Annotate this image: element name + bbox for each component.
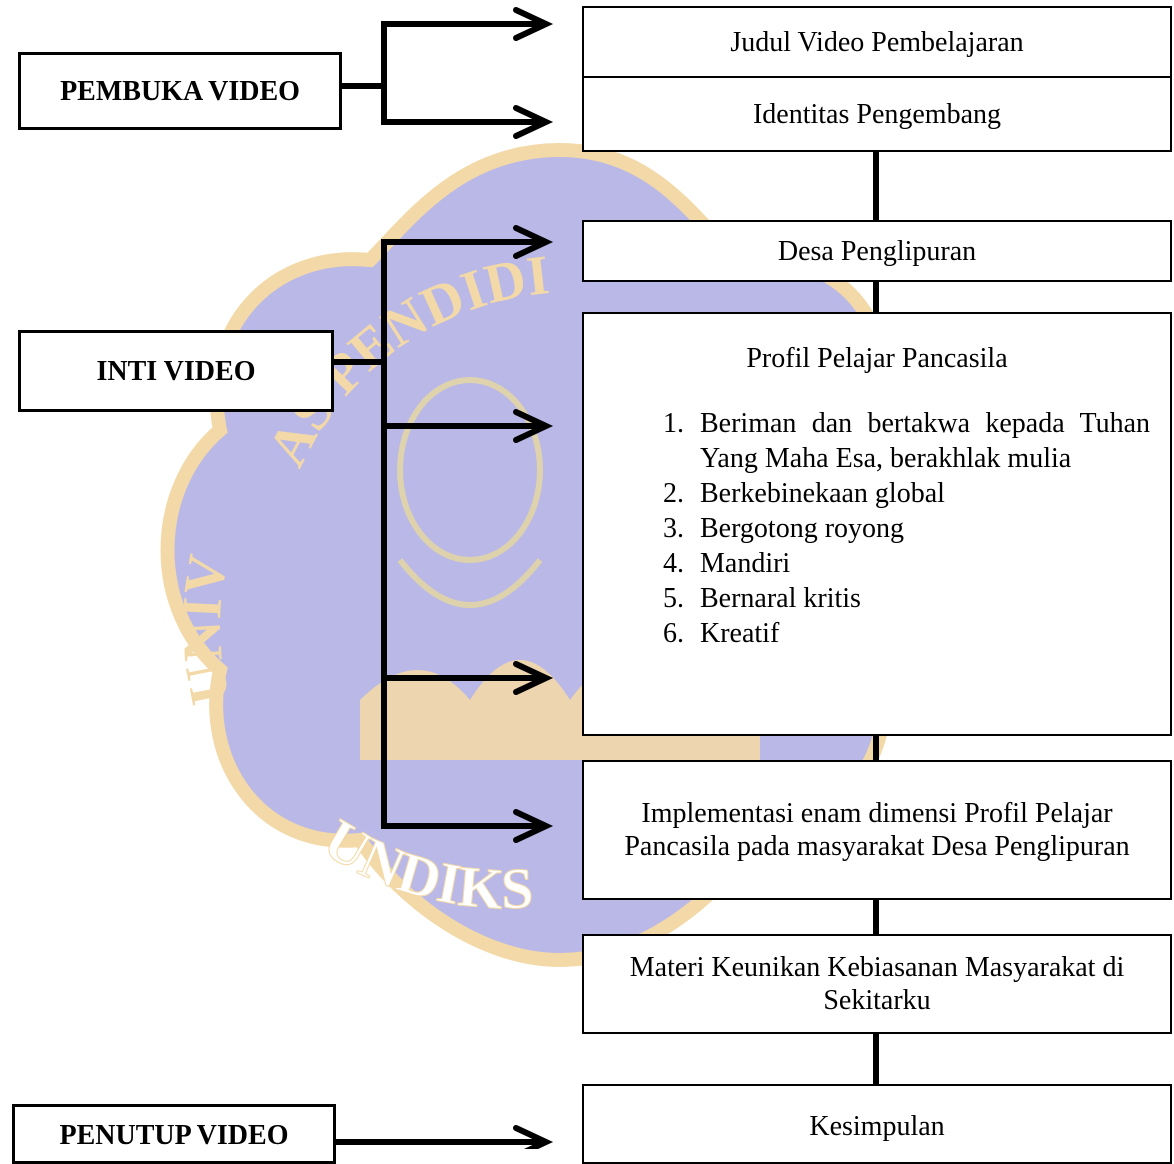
list-item: 4. Mandiri: [636, 546, 1150, 581]
materi-box: Materi Keunikan Kebiasanan Masyarakat di…: [582, 934, 1172, 1034]
arrowheads: [513, 7, 554, 1149]
profil-pelajar-title: Profil Pelajar Pancasila: [746, 343, 1008, 374]
pembuka-video-label: PEMBUKA VIDEO: [18, 52, 342, 130]
list-text: Bergotong royong: [700, 513, 905, 544]
penutup-video-label: PENUTUP VIDEO: [12, 1104, 336, 1164]
list-number: 4.: [663, 548, 684, 579]
list-item: 3. Bergotong royong: [636, 511, 1150, 546]
inti-video-label: INTI VIDEO: [18, 330, 334, 412]
kesimpulan-box: Kesimpulan: [582, 1084, 1172, 1164]
identitas-pengembang-box: Identitas Pengembang: [582, 76, 1172, 152]
list-text: Mandiri: [700, 548, 791, 579]
profil-dimension-list: 1. Beriman dan bertakwa kepada Tuhan Yan…: [636, 406, 1150, 651]
list-number: 3.: [663, 513, 684, 544]
desa-penglipuran-box: Desa Penglipuran: [582, 220, 1172, 282]
implementasi-box: Implementasi enam dimensi Profil Pelajar…: [582, 760, 1172, 900]
list-item: 6. Kreatif: [636, 616, 1150, 651]
list-text: Bernaral kritis: [700, 583, 861, 614]
list-number: 2.: [663, 478, 684, 509]
list-item: 1. Beriman dan bertakwa kepada Tuhan Yan…: [636, 406, 1150, 476]
profil-pelajar-box: Profil Pelajar Pancasila 1. Beriman dan …: [582, 312, 1172, 736]
list-text: Berkebinekaan global: [700, 478, 945, 509]
list-text: Kreatif: [700, 618, 780, 649]
judul-video-box: Judul Video Pembelajaran: [582, 6, 1172, 78]
list-number: 6.: [663, 618, 684, 649]
list-item: 5. Bernaral kritis: [636, 581, 1150, 616]
list-number: 1.: [663, 408, 684, 439]
list-number: 5.: [663, 583, 684, 614]
list-item: 2. Berkebinekaan global: [636, 476, 1150, 511]
list-text: Beriman dan bertakwa kepada Tuhan Yang M…: [700, 408, 1150, 474]
